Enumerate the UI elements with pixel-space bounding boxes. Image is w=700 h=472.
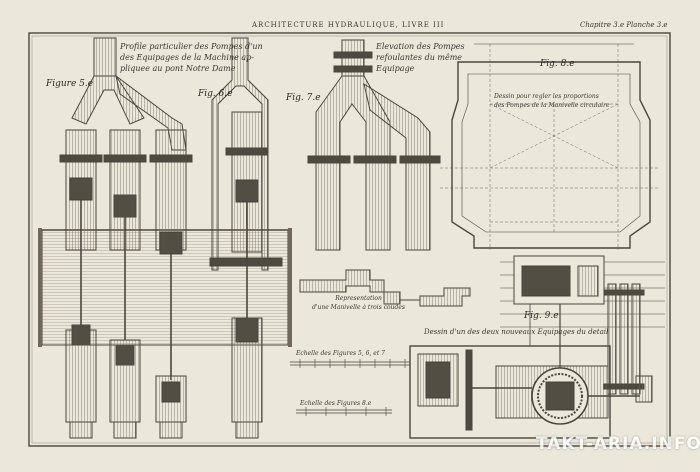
caption-echelle-1: Echelle des Figures 5, 6, et 7 — [296, 350, 385, 357]
scale-bars — [290, 359, 410, 416]
figure-5-pumps — [59, 37, 193, 439]
caption-representation-line-1: Representation — [335, 295, 382, 302]
figure-6-pump — [209, 37, 283, 439]
caption-echelle-2: Echelle des Figures 8.e — [300, 400, 372, 407]
figure-label-5: Figure 5.e — [46, 79, 94, 89]
caption-elevation-line-3: Equipage — [376, 64, 415, 73]
caption-representation: Representation d'une Manivelle à trois c… — [312, 294, 405, 312]
caption-elevation: Elevation des Pompes refoulantes du même… — [376, 41, 465, 74]
figure-label-6: Fig. 6.e — [198, 89, 233, 99]
figure-label-9: Fig. 9.e — [524, 311, 559, 321]
caption-profile-line-3: pliquee au pont Notre Dame — [120, 64, 236, 73]
figure-label-8: Fig. 8.e — [540, 59, 575, 69]
caption-dessin-line-1: Dessin pour regler les proportions — [494, 93, 599, 100]
caption-elevation-line-1: Elevation des Pompes — [376, 42, 465, 51]
caption-profile: Profile particulier des Pompes d'un des … — [120, 41, 263, 74]
watermark: TAKT-ARIA.INFO — [536, 434, 700, 454]
crank-drawing — [299, 269, 471, 307]
caption-elevation-line-2: refoulantes du même — [376, 53, 463, 62]
figure-8-diagram — [440, 43, 660, 250]
caption-dessin-equipage: Dessin d'un des deux nouveaux Equipages … — [424, 328, 609, 336]
caption-profile-line-1: Profile particulier des Pompes d'un — [120, 42, 263, 51]
plate-header-title: ARCHITECTURE HYDRAULIQUE, LIVRE III — [252, 21, 445, 29]
plate-border — [28, 32, 671, 447]
caption-dessin-line-2: des Pompes de la Manivelle circulaire — [494, 102, 610, 109]
figure-9-machine — [409, 255, 665, 439]
caption-profile-line-2: des Equipages de la Machine ap- — [120, 53, 255, 62]
plate-header-right: Chapitre 3.e Planche 3.e — [580, 21, 668, 29]
figure-label-7: Fig. 7.e — [286, 93, 321, 103]
caption-representation-line-2: d'une Manivelle à trois coudes — [312, 304, 406, 311]
figure-7-elevation — [307, 39, 441, 251]
caption-dessin: Dessin pour regler les proportions des P… — [494, 92, 610, 110]
